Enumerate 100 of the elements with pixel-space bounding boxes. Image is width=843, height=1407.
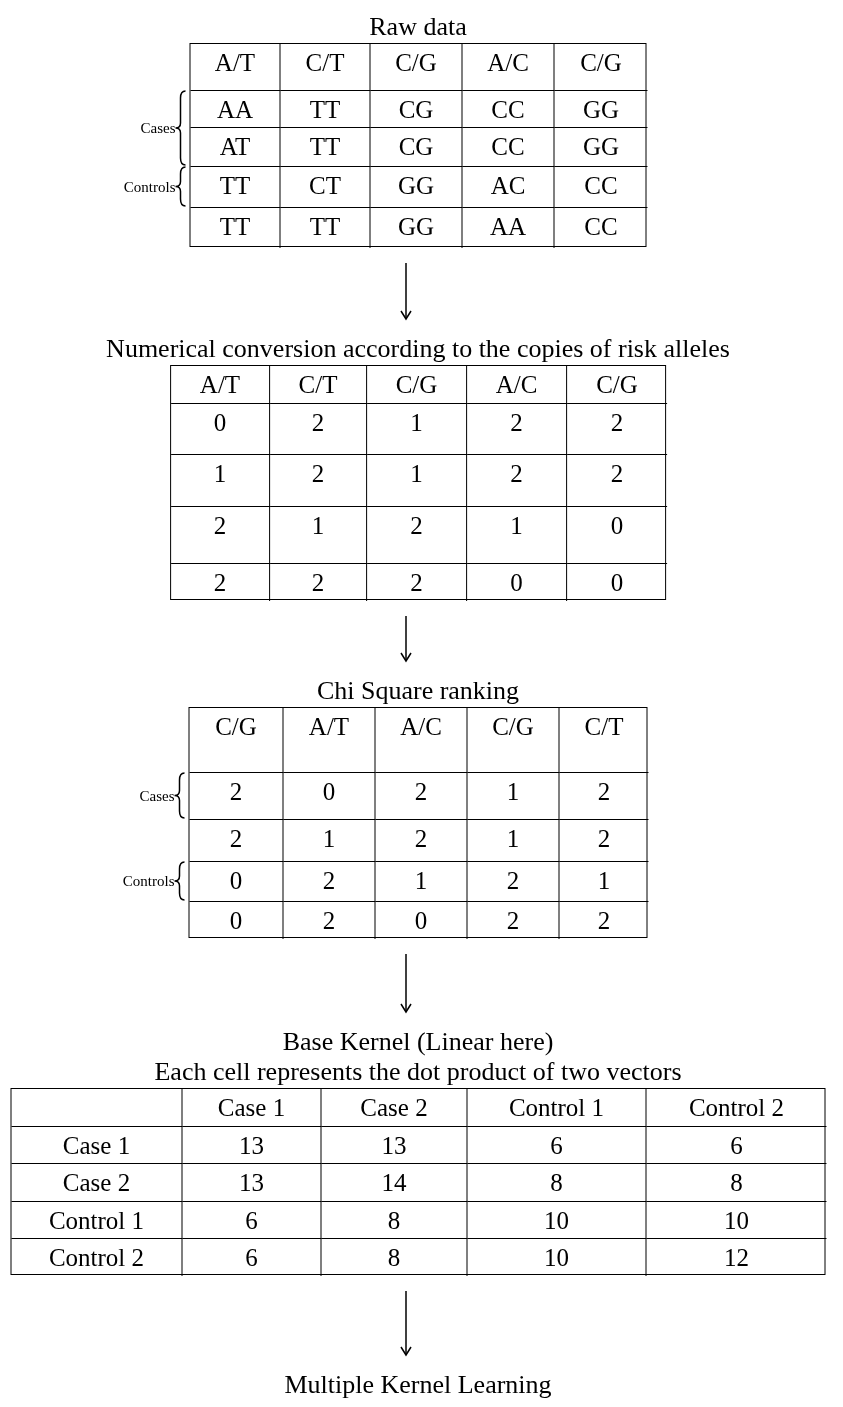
table-cell: A/C	[462, 44, 555, 91]
table-cell-text: 0	[609, 568, 625, 598]
table-cell: 6	[467, 1127, 647, 1164]
table-cell: C/G	[554, 44, 648, 91]
table-cell: C/T	[559, 708, 649, 773]
table-cell: AA	[462, 208, 555, 248]
table-cell-text: 2	[596, 906, 612, 936]
row-group-label: Controls	[122, 872, 175, 890]
table-cell: 2	[375, 773, 468, 820]
table-cell: 2	[467, 902, 560, 939]
table-cell: 1	[367, 404, 467, 455]
table-cell: 6	[646, 1127, 827, 1164]
table-cell: Case 1	[182, 1089, 322, 1127]
table-cell: GG	[554, 128, 648, 167]
table-cell: 0	[283, 773, 376, 820]
table-cell: 2	[270, 564, 367, 601]
table-cell: 2	[375, 820, 468, 862]
table-cell: 10	[467, 1202, 647, 1239]
table-cell: Control 2	[646, 1089, 827, 1127]
table-cell: Case 2	[11, 1164, 183, 1202]
table-cell: A/C	[375, 708, 468, 773]
table-cell: C/G	[567, 366, 667, 404]
table-title: Multiple Kernel Learning	[284, 1370, 552, 1400]
table-cell: TT	[280, 128, 371, 167]
table-cell: 6	[182, 1202, 322, 1239]
table-cell: TT	[280, 91, 371, 128]
table-cell: 10	[646, 1202, 827, 1239]
table-cell: 1	[367, 455, 467, 507]
table-cell: C/G	[189, 708, 284, 773]
table-cell: 2	[559, 773, 649, 820]
row-group-label: Cases	[140, 119, 176, 137]
row-group-label: Controls	[123, 177, 176, 196]
table-cell: 2	[567, 455, 667, 507]
table-cell: 1	[559, 862, 649, 902]
table-cell: 1	[467, 507, 567, 564]
table-title: Numerical conversion according to the copies of risk alleles	[106, 334, 730, 364]
table-cell: Control 1	[11, 1202, 183, 1239]
table-cell: GG	[554, 91, 648, 128]
table-cell: C/T	[280, 44, 371, 91]
table-cell: CC	[554, 167, 648, 208]
table-cell: TT	[280, 208, 371, 248]
table-cell: 0	[189, 902, 284, 939]
row-group-label: Cases	[139, 786, 175, 805]
table-cell: 2	[559, 820, 649, 862]
table-cell: 8	[321, 1202, 468, 1239]
table-cell: AA	[190, 91, 281, 128]
table-cell-text: CC	[583, 212, 619, 242]
table-cell: 0	[171, 404, 270, 455]
table-cell: A/C	[467, 366, 567, 404]
table-cell: 6	[182, 1239, 322, 1276]
table-cell: 2	[189, 773, 284, 820]
arrow	[400, 1290, 412, 1356]
table-cell: Control 1	[467, 1089, 647, 1127]
table-cell: 0	[467, 564, 567, 601]
table-cell: C/G	[367, 366, 467, 404]
table-cell: 1	[171, 455, 270, 507]
table-cell: 8	[321, 1239, 468, 1276]
table-cell: 2	[189, 820, 284, 862]
table-cell: 2	[171, 507, 270, 564]
table-cell: 2	[171, 564, 270, 601]
table-cell: 13	[182, 1127, 322, 1164]
arrow	[400, 262, 412, 320]
table-cell: 2	[467, 404, 567, 455]
table-cell: 2	[467, 862, 560, 902]
table-cell: GG	[370, 208, 463, 248]
table-cell: AT	[190, 128, 281, 167]
arrow	[400, 615, 412, 662]
table-cell: 0	[375, 902, 468, 939]
table-cell: 13	[182, 1164, 322, 1202]
table-cell: CC	[462, 128, 555, 167]
table-cell: 2	[567, 404, 667, 455]
table-title: Chi Square ranking	[316, 676, 520, 706]
table-cell: 2	[270, 455, 367, 507]
table-cell: 0	[189, 862, 284, 902]
table-cell: 2	[283, 862, 376, 902]
table-cell: CG	[370, 91, 463, 128]
table-cell: GG	[370, 167, 463, 208]
table-cell: 13	[321, 1127, 468, 1164]
table-cell-text: 12	[723, 1243, 750, 1273]
table-cell: 10	[467, 1239, 647, 1276]
table-cell: A/T	[190, 44, 281, 91]
table-cell: CT	[280, 167, 371, 208]
table-cell: 1	[283, 820, 376, 862]
table-cell: TT	[190, 167, 281, 208]
table-cell: C/T	[270, 366, 367, 404]
table-title: Each cell represents the dot product of two vectors	[154, 1057, 682, 1087]
table-cell: C/G	[467, 708, 560, 773]
table-cell: 1	[467, 773, 560, 820]
table-cell: 1	[375, 862, 468, 902]
table-cell: AC	[462, 167, 555, 208]
table-title: Base Kernel (Linear here)	[282, 1027, 554, 1057]
arrow	[400, 953, 412, 1013]
table-cell: 2	[283, 902, 376, 939]
table-title: Raw data	[369, 12, 467, 42]
table-cell: 2	[270, 404, 367, 455]
table-cell: Case 2	[321, 1089, 468, 1127]
table-cell: TT	[190, 208, 281, 248]
table-cell: CG	[370, 128, 463, 167]
table-cell: A/T	[283, 708, 376, 773]
table-cell: C/G	[370, 44, 463, 91]
